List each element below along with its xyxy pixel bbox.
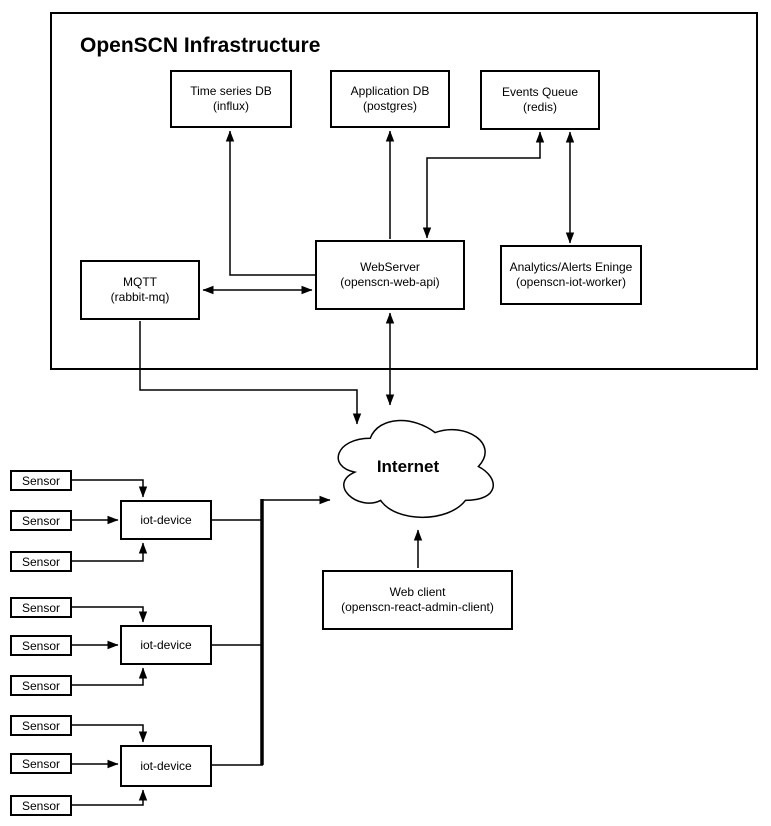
- node-label: MQTT: [123, 275, 157, 289]
- sensor-label: Sensor: [21, 600, 61, 615]
- node-web-client: Web client (openscn-react-admin-client): [322, 570, 513, 630]
- node-sublabel: (redis): [522, 100, 557, 114]
- node-label: Events Queue: [501, 85, 579, 99]
- node-sublabel: (influx): [212, 99, 249, 113]
- node-webserver: WebServer (openscn-web-api): [315, 240, 465, 310]
- sensor-box: Sensor: [10, 551, 72, 572]
- edge-webserver-to-timeseries-db: [225, 130, 315, 276]
- node-application-db: Application DB (postgres): [330, 70, 450, 128]
- edge-sensor9-iot3: [72, 789, 148, 806]
- edge-sensor4-iot2: [72, 606, 148, 623]
- node-mqtt: MQTT (rabbit-mq): [80, 260, 200, 320]
- sensor-box: Sensor: [10, 635, 72, 656]
- iot-device-label: iot-device: [140, 759, 192, 773]
- infrastructure-container: OpenSCN Infrastructure: [50, 12, 758, 370]
- iot-device-label: iot-device: [140, 638, 192, 652]
- edge-mqtt-to-internet: [139, 321, 362, 425]
- sensor-label: Sensor: [21, 798, 61, 813]
- node-label: Analytics/Alerts Eninge: [509, 260, 633, 274]
- sensor-box: Sensor: [10, 597, 72, 618]
- sensor-label: Sensor: [21, 513, 61, 528]
- sensor-label: Sensor: [21, 473, 61, 488]
- node-label: Time series DB: [190, 84, 272, 98]
- iot-device-box-1: iot-device: [120, 500, 212, 540]
- edge-sensor3-iot1: [72, 542, 148, 562]
- sensor-label: Sensor: [21, 554, 61, 569]
- sensor-label: Sensor: [21, 678, 61, 693]
- sensor-box: Sensor: [10, 675, 72, 696]
- node-sublabel: (openscn-web-api): [340, 275, 440, 289]
- sensor-label: Sensor: [21, 718, 61, 733]
- node-events-queue: Events Queue (redis): [480, 70, 600, 130]
- edge-sensor1-iot1: [72, 479, 148, 498]
- sensor-label: Sensor: [21, 756, 61, 771]
- edge-sensor7-iot3: [72, 724, 148, 743]
- sensor-box: Sensor: [10, 510, 72, 531]
- node-sublabel: (openscn-iot-worker): [515, 275, 627, 289]
- iot-device-box-3: iot-device: [120, 745, 212, 787]
- node-label: Application DB: [350, 84, 430, 98]
- sensor-box: Sensor: [10, 470, 72, 491]
- sensor-box: Sensor: [10, 795, 72, 816]
- diagram-title: OpenSCN Infrastructure: [80, 34, 321, 57]
- edge-sensor6-iot2: [72, 667, 148, 686]
- internet-label: Internet: [376, 457, 440, 476]
- internet-cloud: [337, 419, 494, 518]
- node-time-series-db: Time series DB (influx): [170, 70, 292, 128]
- node-sublabel: (rabbit-mq): [110, 290, 170, 304]
- edge-events-queue-webserver: [422, 131, 545, 239]
- node-sublabel: (openscn-react-admin-client): [341, 600, 494, 614]
- iot-device-label: iot-device: [140, 513, 192, 527]
- sensor-label: Sensor: [21, 638, 61, 653]
- iot-device-box-2: iot-device: [120, 625, 212, 665]
- node-sublabel: (postgres): [362, 99, 418, 113]
- node-label: Web client: [389, 585, 446, 599]
- node-label: WebServer: [360, 260, 420, 274]
- node-analytics-engine: Analytics/Alerts Eninge (openscn-iot-wor…: [500, 245, 642, 305]
- sensor-box: Sensor: [10, 753, 72, 774]
- sensor-box: Sensor: [10, 715, 72, 736]
